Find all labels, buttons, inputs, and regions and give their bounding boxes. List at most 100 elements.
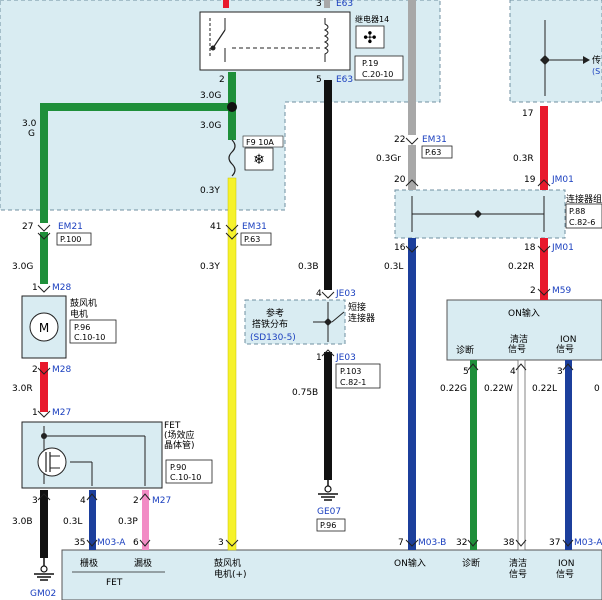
em31b-pin: 22 — [394, 135, 405, 145]
wire-green-to-fuse — [228, 108, 236, 140]
ge07-ref-box — [316, 518, 346, 532]
label-3-0g-top: 3.0G — [200, 91, 221, 101]
m59-pin: 2 — [530, 286, 536, 296]
fet-name: FET(场效应晶体管) — [164, 421, 195, 451]
label-3-0b: 3.0B — [12, 517, 33, 527]
joint-conn: C.82-6 — [569, 218, 595, 227]
on-pin4: 4 — [510, 367, 516, 377]
je03-conn: C.82-1 — [340, 378, 366, 387]
m03a-label: M03-A — [97, 538, 126, 548]
je03-pin1: 1 — [316, 353, 322, 363]
m03b-label: M03-B — [418, 538, 446, 548]
m28-pin2: 2 — [32, 365, 38, 375]
bm-clean: 清洁信号 — [509, 557, 527, 580]
je03-page: P.103 — [340, 367, 361, 376]
m59-label: M59 — [552, 286, 571, 296]
label-0-3y-em31: 0.3Y — [200, 262, 220, 272]
em31b-page: P.63 — [425, 148, 441, 157]
m03a-pin35: 35 — [74, 538, 85, 548]
fet-ref-box — [165, 459, 213, 484]
bm-fet: FET — [106, 578, 123, 588]
joint-page: P.88 — [569, 207, 585, 216]
wire-gray-relay-top — [324, 0, 330, 8]
grounds: GE07 P.96 GM02 — [30, 480, 346, 599]
wire-green-left-lower — [40, 232, 48, 284]
fuse-f9: ❄ F9 10A — [228, 135, 284, 177]
label-0-partial: 0 — [594, 384, 600, 394]
em31-label: EM31 — [242, 222, 267, 232]
fet-conn: C.10-10 — [170, 473, 201, 482]
on-pin5: 5 — [463, 367, 469, 377]
bm-diag: 诊断 — [462, 557, 480, 569]
wire-green-diag — [470, 360, 477, 550]
splice-right-text: 短接连接器 — [348, 301, 375, 324]
pin-20: 20 — [394, 175, 406, 185]
ge07-label: GE07 — [317, 507, 341, 517]
relay-box — [199, 11, 351, 71]
on-pin3: 3 — [557, 367, 563, 377]
pin-37: 37 — [549, 538, 560, 548]
wire-pink-fet — [142, 490, 149, 550]
label-0-3y-fuse: 0.3Y — [200, 186, 220, 196]
fuse-symbol-box — [244, 147, 274, 171]
relay-pin-top: 3 — [316, 0, 322, 9]
wire-blue-ion — [565, 360, 572, 550]
on-input-module-panel — [446, 299, 602, 361]
label-3-0g-mid: 3.0G — [200, 121, 221, 131]
label-0-3l-fet: 0.3L — [63, 517, 82, 527]
m03b-pin32: 32 — [456, 538, 467, 548]
em21-page: P.100 — [60, 235, 81, 244]
je03-pin4: 4 — [316, 289, 322, 299]
wire-green-horizontal — [40, 103, 236, 111]
ge07-page: P.96 — [320, 521, 336, 530]
label-0-3p: 0.3P — [118, 517, 138, 527]
pin-3-bottom: 3 — [218, 538, 224, 548]
relay-ref-page: P.19 — [362, 59, 378, 68]
m27-pin3: 3 — [32, 496, 38, 506]
wire-red-motor — [40, 362, 48, 412]
relay-title: 继电器14 — [355, 14, 389, 24]
connector-labels: 3 E63 2 5 E63 27 EM21 P.100 41 EM31 P.63… — [22, 0, 602, 548]
je03-label-a: JE03 — [335, 289, 356, 299]
em21-pin: 27 — [22, 222, 33, 232]
wire-green-relay — [228, 72, 236, 104]
ground-gm02-icon — [34, 558, 54, 581]
je03-label-b: JE03 — [335, 353, 356, 363]
control-module-panel — [61, 549, 602, 600]
bm-grid: 栅极 — [80, 557, 98, 569]
motor-ref-box — [69, 319, 117, 344]
ground-ge07-icon — [318, 480, 338, 501]
m03a-pin6: 6 — [133, 538, 139, 548]
relay-ref-box — [354, 55, 404, 81]
right-top-label: 传 — [592, 54, 601, 66]
wire-white-clean — [517, 359, 526, 551]
relay-fan-symbol — [355, 25, 385, 49]
m27-pin1: 1 — [32, 408, 38, 418]
joint-name: 连接器组 — [566, 193, 602, 205]
splice-left-text: 参考搭铁分布 — [252, 307, 288, 330]
fet-module: FET(场效应晶体管) P.90 C.10-10 — [21, 421, 213, 489]
jm01-top-pin: 19 — [524, 175, 536, 185]
connector-chevrons — [37, 137, 574, 547]
em31-page: P.63 — [244, 235, 260, 244]
label-0-3l: 0.3L — [384, 262, 403, 272]
wire-green-left — [40, 103, 48, 223]
relay-pin-top-conn: E63 — [336, 0, 353, 9]
label-0-22l: 0.22L — [532, 384, 557, 394]
pin-38: 38 — [503, 538, 515, 548]
on-module-col1: 诊断 — [456, 344, 474, 356]
wire-red-right-lower — [540, 238, 548, 300]
m03a-right-label: M03-A — [574, 538, 602, 548]
m03b-pin7: 7 — [398, 538, 404, 548]
pin-17: 17 — [522, 109, 533, 119]
right-top-panel — [509, 0, 602, 103]
wire-blue-fet — [89, 490, 96, 550]
m27-pin4: 4 — [80, 496, 86, 506]
wire-black-relay — [324, 80, 332, 290]
wire-black-fet-ground — [40, 490, 48, 558]
gm02-label: GM02 — [30, 589, 56, 599]
